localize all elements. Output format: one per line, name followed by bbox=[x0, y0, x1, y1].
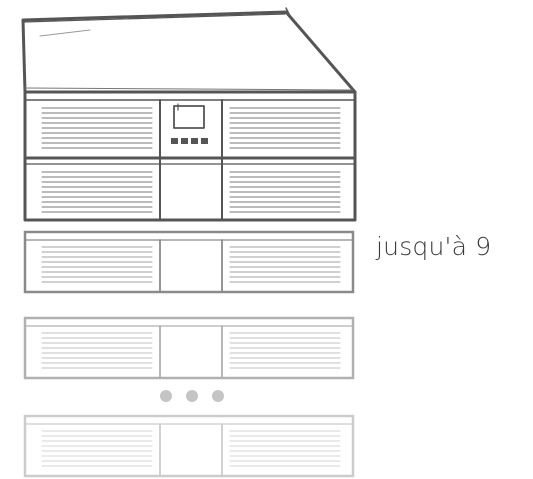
module-count-label: jusqu'à 9 bbox=[376, 232, 491, 261]
ups-main-unit bbox=[23, 8, 355, 220]
battery-module-2 bbox=[25, 232, 353, 292]
ups-front-panel bbox=[25, 92, 355, 220]
ups-vent-lower-left bbox=[42, 172, 152, 212]
ups-vent-upper-right bbox=[230, 108, 340, 148]
ups-top-face bbox=[23, 12, 355, 92]
ellipsis-icon bbox=[160, 390, 224, 402]
battery-module-3 bbox=[25, 318, 353, 378]
ups-control-buttons bbox=[171, 138, 208, 144]
battery-module-last bbox=[25, 416, 353, 476]
ups-vent-lower-right bbox=[230, 172, 340, 212]
ups-vent-upper-left bbox=[42, 108, 152, 148]
